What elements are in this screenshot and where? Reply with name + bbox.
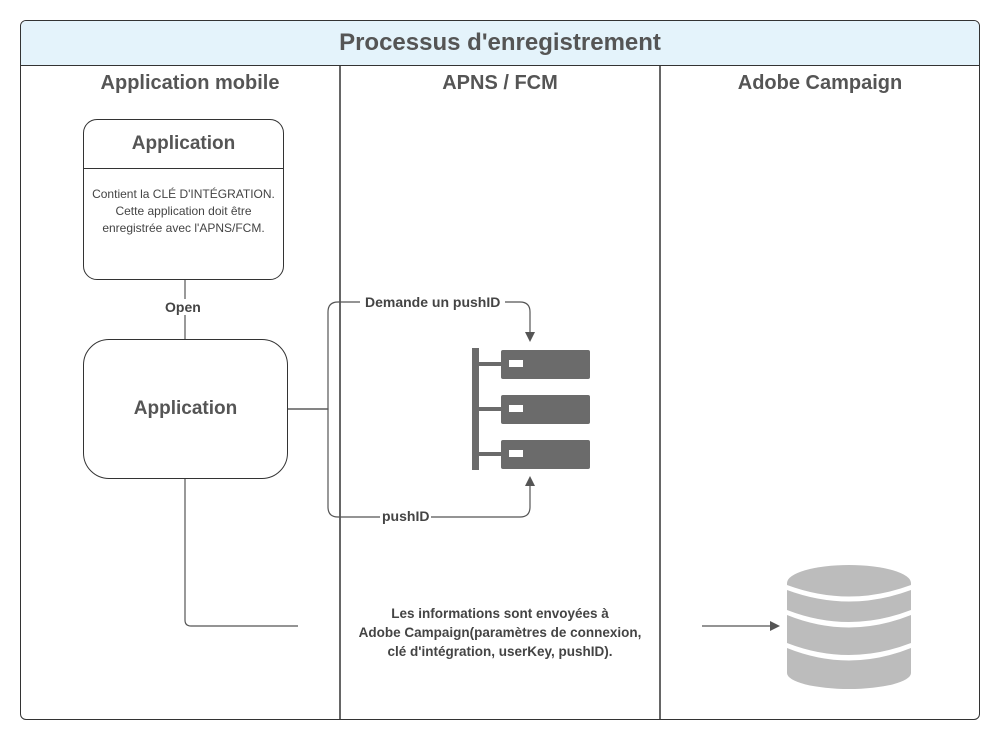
column-title-mobile: Application mobile	[100, 72, 280, 94]
application-box-description: Contient la CLÉ D'INTÉGRATION. Cette app…	[84, 169, 283, 237]
diagram-header: Processus d'enregistrement	[21, 21, 979, 66]
info-connector	[184, 479, 298, 627]
application-node: Application	[83, 339, 288, 479]
column-title-adobe: Adobe Campaign	[737, 72, 903, 94]
description-line: Contient la CLÉ D'INTÉGRATION.	[92, 187, 275, 201]
description-line: enregistrée avec l'APNS/FCM.	[102, 221, 265, 235]
request-label: Demande un pushID	[360, 294, 506, 310]
open-label: Open	[162, 299, 204, 315]
info-text: Les informations sont envoyées à Adobe C…	[340, 604, 660, 661]
column-title-apns: APNS / FCM	[442, 72, 558, 94]
request-connector	[288, 301, 535, 410]
diagram-title: Processus d'enregistrement	[339, 29, 661, 56]
diagram-frame: Processus d'enregistrement	[20, 20, 980, 720]
response-connector	[288, 408, 535, 518]
info-line: Adobe Campaign(paramètres de connexion,	[358, 625, 642, 640]
application-box-title: Application	[84, 120, 283, 169]
database-icon	[787, 565, 911, 689]
info-line: Les informations sont envoyées à	[391, 606, 609, 621]
info-line: clé d'intégration, userKey, pushID).	[387, 644, 613, 659]
response-label: pushID	[380, 508, 432, 524]
server-icon	[472, 348, 590, 470]
description-line: Cette application doit être	[115, 204, 252, 218]
application-definition-box: Application Contient la CLÉ D'INTÉGRATIO…	[83, 119, 284, 280]
